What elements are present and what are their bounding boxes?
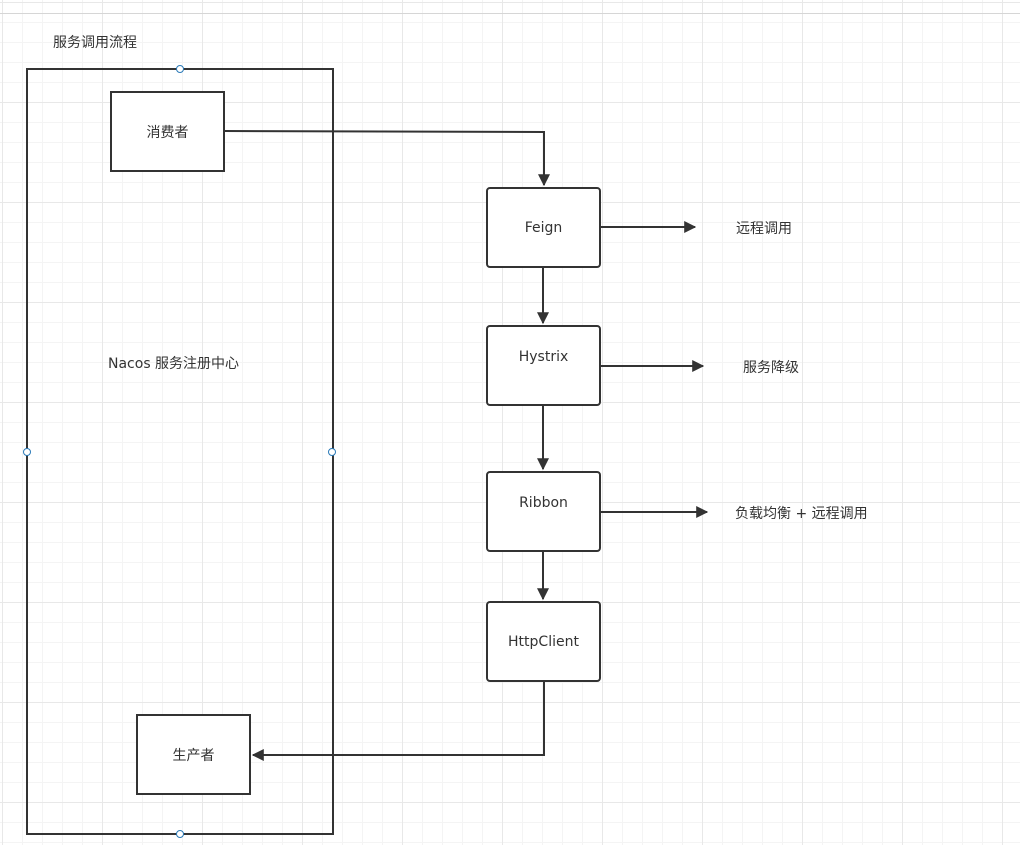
resize-handle-left[interactable]	[23, 448, 31, 456]
feign-annotation[interactable]: 远程调用	[736, 221, 792, 237]
resize-handle-top[interactable]	[176, 65, 184, 73]
feign-node-label: Feign	[524, 219, 563, 236]
hystrix-annotation[interactable]: 服务降级	[743, 360, 799, 376]
producer-node-label: 生产者	[172, 747, 215, 764]
resize-handle-right[interactable]	[328, 448, 336, 456]
hystrix-node[interactable]: Hystrix	[486, 325, 601, 406]
producer-node[interactable]: 生产者	[136, 714, 251, 795]
connector-consumer-to-feign[interactable]	[223, 130, 550, 187]
consumer-node-label: 消费者	[146, 124, 189, 141]
consumer-node[interactable]: 消费者	[110, 91, 225, 172]
hystrix-node-label: Hystrix	[518, 349, 569, 365]
feign-node[interactable]: Feign	[486, 187, 601, 268]
ribbon-node[interactable]: Ribbon	[486, 471, 601, 552]
ribbon-annotation[interactable]: 负载均衡 + 远程调用	[735, 506, 868, 522]
canvas-top-border	[0, 13, 1020, 14]
ribbon-node-label: Ribbon	[519, 495, 568, 511]
nacos-registry-label: Nacos 服务注册中心	[108, 356, 240, 372]
httpclient-node-label: HttpClient	[508, 633, 579, 650]
connector-httpclient-to-producer[interactable]	[251, 681, 545, 761]
httpclient-node[interactable]: HttpClient	[486, 601, 601, 682]
resize-handle-bottom[interactable]	[176, 830, 184, 838]
diagram-title[interactable]: 服务调用流程	[53, 35, 137, 51]
